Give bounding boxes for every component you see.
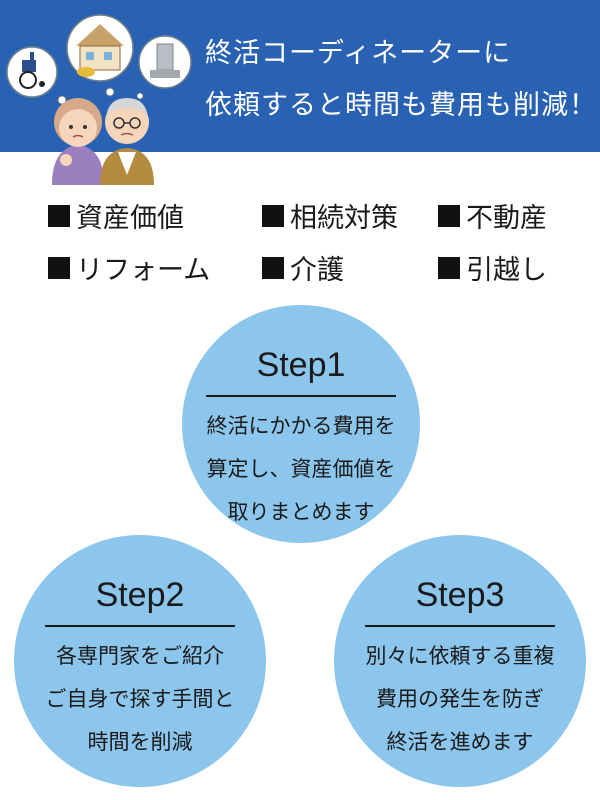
category-label: リフォーム bbox=[76, 255, 211, 286]
category-item: 相続対策 bbox=[262, 196, 398, 235]
square-bullet-icon bbox=[438, 204, 460, 227]
step2-description: 各専門家をご紹介 ご自身で探す手間と 時間を削減 bbox=[46, 635, 235, 764]
elderly-woman-icon bbox=[52, 98, 104, 185]
step1-divider bbox=[206, 395, 396, 397]
category-label: 不動産 bbox=[466, 203, 547, 234]
step2-divider bbox=[45, 625, 235, 627]
step3-circle: Step3 別々に依頼する重複 費用の発生を防ぎ 終活を進めます bbox=[334, 535, 586, 787]
step2-line: 時間を削減 bbox=[87, 730, 193, 754]
gravestone-icon bbox=[138, 35, 192, 89]
square-bullet-icon bbox=[438, 256, 460, 279]
category-item: リフォーム bbox=[48, 248, 210, 287]
square-bullet-icon bbox=[262, 204, 284, 227]
step1-description: 終活にかかる費用を 算定し、資産価値を 取りまとめます bbox=[207, 405, 396, 534]
step3-line: 終活を進めます bbox=[386, 730, 534, 754]
category-label: 資産価値 bbox=[76, 203, 184, 234]
step1-line: 取りまとめます bbox=[227, 500, 375, 524]
step3-divider bbox=[365, 625, 555, 627]
step3-description: 別々に依頼する重複 費用の発生を防ぎ 終活を進めます bbox=[366, 635, 555, 764]
category-item: 引越し bbox=[438, 248, 547, 287]
step3-line: 費用の発生を防ぎ bbox=[376, 687, 544, 711]
step3-line: 別々に依頼する重複 bbox=[365, 644, 555, 668]
category-item: 不動産 bbox=[438, 196, 547, 235]
step1-circle: Step1 終活にかかる費用を 算定し、資産価値を 取りまとめます bbox=[182, 305, 420, 543]
square-bullet-icon bbox=[48, 256, 70, 279]
step2-circle: Step2 各専門家をご紹介 ご自身で探す手間と 時間を削減 bbox=[14, 535, 266, 787]
wheelchair-icon bbox=[6, 46, 58, 98]
category-item: 資産価値 bbox=[48, 196, 184, 235]
banner-title-line2: 依頼すると時間も費用も削減！ bbox=[205, 90, 597, 121]
house-icon bbox=[66, 14, 134, 82]
square-bullet-icon bbox=[48, 204, 70, 227]
category-label: 相続対策 bbox=[290, 203, 398, 234]
step1-line: 終活にかかる費用を bbox=[206, 414, 396, 438]
square-bullet-icon bbox=[262, 256, 284, 279]
banner-title-line1: 終活コーディネーターに bbox=[205, 38, 512, 69]
step3-title: Step3 bbox=[415, 576, 505, 614]
step1-title: Step1 bbox=[256, 346, 346, 384]
category-list: 資産価値 相続対策 不動産 リフォーム 介護 引越し bbox=[0, 190, 600, 300]
category-item: 介護 bbox=[262, 248, 344, 287]
step1-line: 算定し、資産価値を bbox=[206, 457, 396, 481]
elderly-man-icon bbox=[100, 98, 154, 185]
category-label: 引越し bbox=[466, 255, 547, 286]
category-label: 介護 bbox=[290, 255, 344, 286]
step2-title: Step2 bbox=[95, 576, 185, 614]
elderly-couple-illustration bbox=[6, 14, 192, 185]
step2-line: ご自身で探す手間と bbox=[45, 687, 235, 711]
step2-line: 各専門家をご紹介 bbox=[56, 644, 224, 668]
